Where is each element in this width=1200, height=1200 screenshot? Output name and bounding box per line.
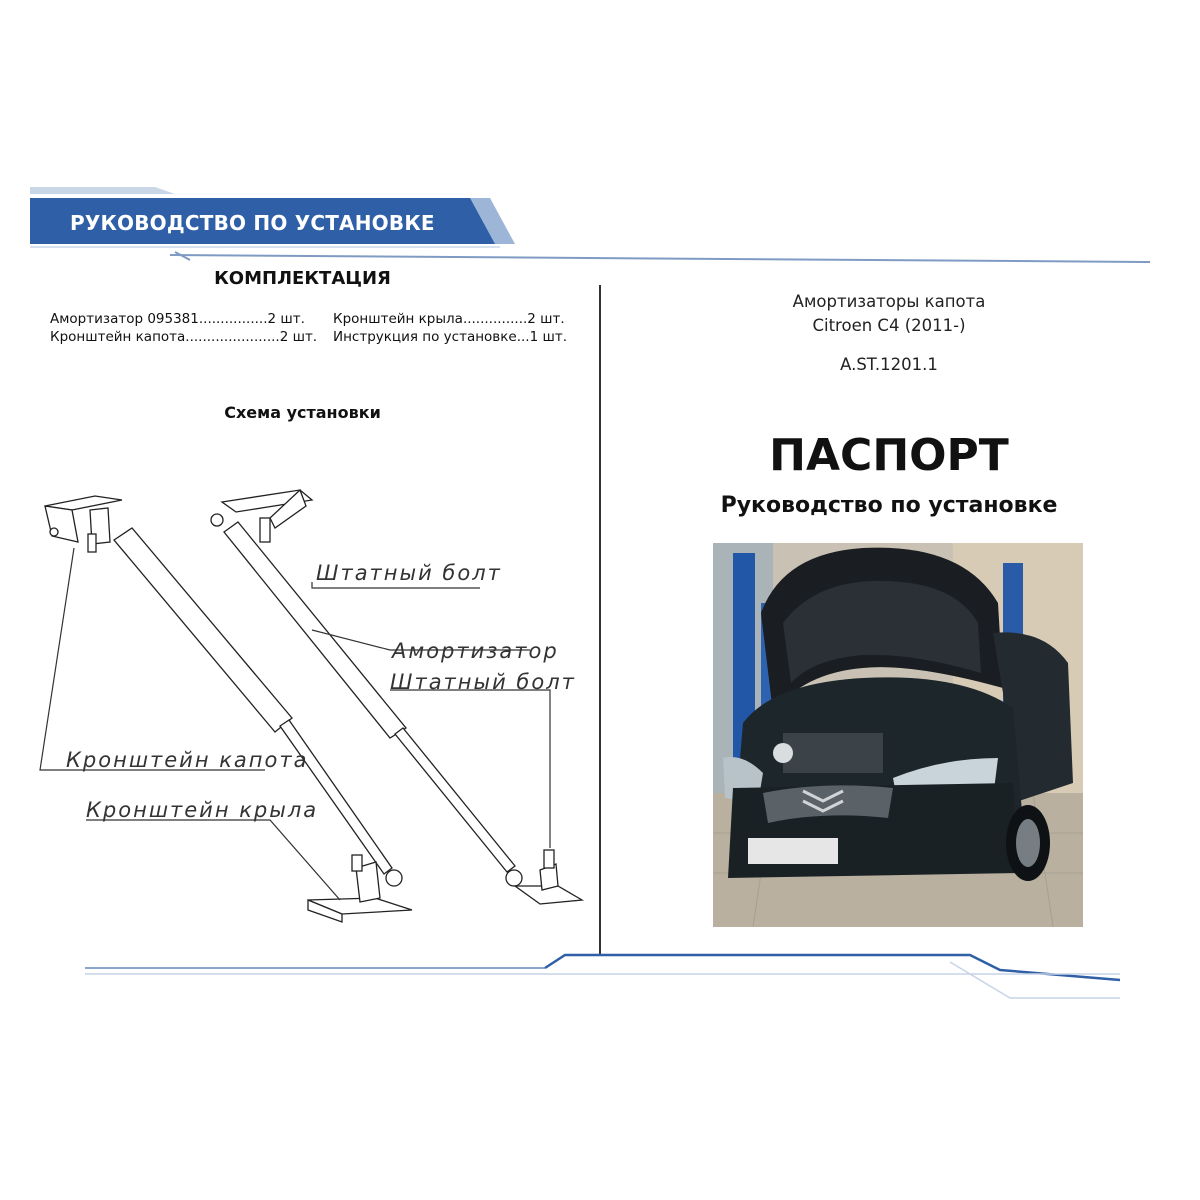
passport-subtitle: Руководство по установке bbox=[720, 493, 1058, 518]
kit-item: Кронштейн крыла...............2 шт. bbox=[333, 311, 565, 327]
header-banner bbox=[30, 187, 1151, 263]
hood-bracket-left bbox=[44, 495, 123, 553]
product-model: Citroen C4 (2011-) bbox=[812, 316, 966, 335]
footer-decoration bbox=[85, 953, 1121, 999]
label-fender-bracket: Кронштейн крыла bbox=[86, 798, 319, 822]
banner-title: РУКОВОДСТВО ПО УСТАНОВКЕ bbox=[70, 211, 435, 235]
hood-bracket-right bbox=[210, 488, 314, 543]
installation-diagram bbox=[39, 488, 585, 923]
label-standard-bolt-top: Штатный болт bbox=[316, 561, 502, 585]
kit-item: Кронштейн капота......................2 … bbox=[50, 329, 318, 345]
label-standard-bolt-bottom: Штатный болт bbox=[390, 670, 576, 694]
kit-item: Инструкция по установке...1 шт. bbox=[333, 329, 567, 345]
fender-bracket-left bbox=[307, 854, 413, 923]
product-code: A.ST.1201.1 bbox=[840, 355, 938, 374]
kit-title: КОМПЛЕКТАЦИЯ bbox=[214, 268, 391, 289]
passport-title: ПАСПОРТ bbox=[769, 430, 1009, 481]
label-shock-absorber: Амортизатор bbox=[392, 639, 559, 663]
label-hood-bracket: Кронштейн капота bbox=[66, 748, 309, 772]
product-name: Амортизаторы капота bbox=[792, 292, 986, 311]
column-divider bbox=[599, 285, 601, 955]
fender-bracket-right bbox=[512, 849, 585, 905]
kit-item: Амортизатор 095381................2 шт. bbox=[50, 311, 305, 327]
schema-title: Схема установки bbox=[224, 403, 381, 422]
car-photo bbox=[713, 543, 1083, 927]
